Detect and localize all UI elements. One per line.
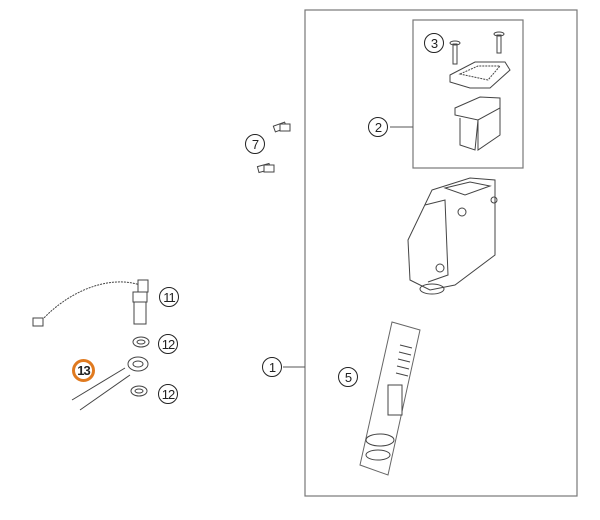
screw-part-3 — [449, 31, 505, 65]
brake-sensor-part-11 — [32, 279, 149, 327]
reservoir-cover — [449, 61, 511, 89]
callout-7[interactable]: 7 — [245, 134, 265, 154]
brake-line-part-13 — [71, 356, 149, 411]
bolt-part-7 — [256, 121, 291, 174]
callout-3[interactable]: 3 — [424, 33, 444, 53]
callout-11[interactable]: 11 — [159, 287, 179, 307]
callout-5[interactable]: 5 — [338, 367, 358, 387]
callout-1[interactable]: 1 — [262, 357, 282, 377]
assembly-box-2 — [412, 19, 524, 169]
washer-part-12-top — [132, 336, 150, 348]
master-cylinder-body — [407, 177, 498, 295]
reservoir-diaphragm — [454, 96, 501, 151]
callout-12-top[interactable]: 12 — [158, 334, 178, 354]
callout-13-selected[interactable]: 13 — [72, 359, 95, 382]
piston-kit-5 — [359, 321, 421, 476]
assembly-box-1 — [304, 9, 578, 497]
callout-2[interactable]: 2 — [368, 117, 388, 137]
washer-part-12-bottom — [130, 385, 148, 397]
callout-12-bottom[interactable]: 12 — [158, 384, 178, 404]
